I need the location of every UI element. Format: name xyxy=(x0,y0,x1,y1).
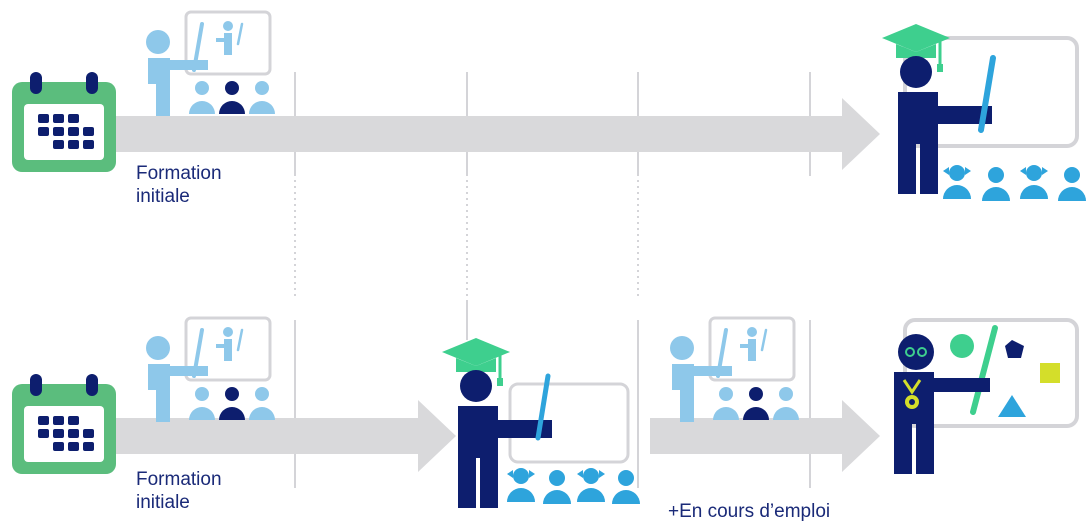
top-pointer xyxy=(978,55,996,133)
bottom-formation-initiale-label: Formation initiale xyxy=(136,469,222,513)
top-pupil-2 xyxy=(982,167,1010,201)
bottom-student-teacher-icon-2 xyxy=(668,316,801,424)
shape-triangle xyxy=(998,395,1026,417)
expert-teacher-icon xyxy=(894,334,990,474)
bottom-pupil-3 xyxy=(577,468,605,502)
bottom-arrow-1 xyxy=(100,400,456,472)
bottom-pointer xyxy=(970,325,998,415)
bottom-student-teacher-icon-1 xyxy=(144,316,277,424)
shape-circle xyxy=(950,334,974,358)
en-cours-emploi-label: +En cours d’emploi xyxy=(668,501,831,522)
bottom-mid-pointer xyxy=(535,373,551,441)
bottom-graduate-teacher-icon xyxy=(440,336,554,510)
top-formation-initiale-label: Formation initiale xyxy=(136,163,222,207)
bottom-pupil-4 xyxy=(612,470,640,504)
top-student-teacher-icon xyxy=(144,10,277,118)
top-pupil-3 xyxy=(1020,165,1048,199)
bottom-pupil-1 xyxy=(507,468,535,502)
bottom-arrow-2 xyxy=(650,400,880,472)
top-timeline-arrow xyxy=(100,98,880,170)
bottom-pupil-2 xyxy=(543,470,571,504)
bottom-calendar-icon xyxy=(12,374,116,474)
top-calendar-icon xyxy=(12,72,116,172)
shape-pentagon xyxy=(1005,340,1024,358)
top-pupil-4 xyxy=(1058,167,1086,201)
top-pupil-1 xyxy=(943,165,971,199)
shape-square xyxy=(1040,363,1060,383)
